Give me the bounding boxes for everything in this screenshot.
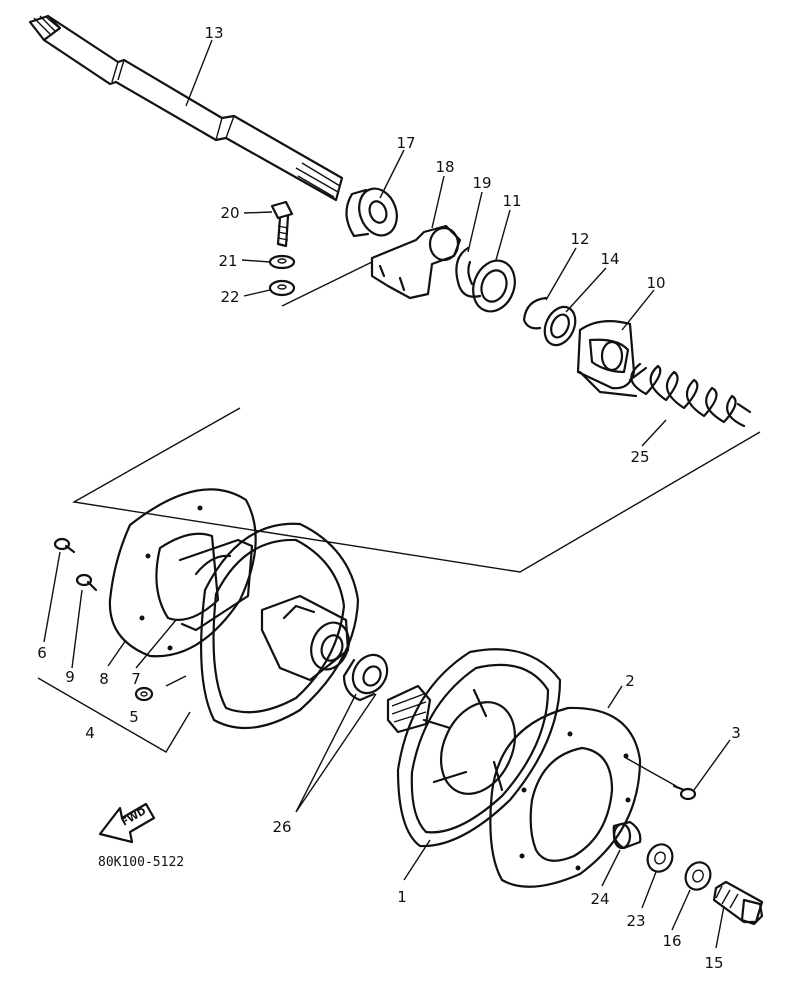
callout-26: 26 bbox=[272, 818, 291, 836]
forward-direction-arrow: FWD bbox=[98, 802, 156, 844]
assembly-line-upper bbox=[281, 261, 373, 307]
callout-13: 13 bbox=[204, 24, 223, 42]
callout-8: 8 bbox=[99, 670, 109, 688]
shaft-13 bbox=[28, 14, 344, 202]
fwd-label: FWD bbox=[120, 806, 148, 829]
circlip-12 bbox=[522, 296, 548, 330]
collar-24 bbox=[612, 820, 642, 850]
screw-6 bbox=[53, 537, 76, 554]
circlip-19 bbox=[455, 246, 482, 298]
callout-5: 5 bbox=[129, 708, 139, 726]
callout-14: 14 bbox=[600, 250, 619, 268]
dash-5 bbox=[165, 675, 187, 687]
callout-6: 6 bbox=[37, 644, 47, 662]
document-code: 80K100-5122 bbox=[98, 855, 184, 870]
washer-14 bbox=[543, 305, 577, 347]
callout-23: 23 bbox=[626, 912, 645, 930]
callout-3: 3 bbox=[731, 724, 741, 742]
callout-18: 18 bbox=[435, 158, 454, 176]
bracket-18 bbox=[370, 224, 462, 300]
washer-23 bbox=[646, 843, 674, 873]
callout-17: 17 bbox=[396, 134, 415, 152]
dash-3 bbox=[625, 757, 677, 787]
bolt-15 bbox=[712, 880, 764, 926]
sheave-4 bbox=[200, 522, 360, 730]
callout-25: 25 bbox=[630, 448, 649, 466]
bolt-20 bbox=[270, 200, 294, 248]
callout-21: 21 bbox=[218, 252, 237, 270]
group-bracket-4 bbox=[37, 677, 191, 753]
callout-12: 12 bbox=[570, 230, 589, 248]
assembly-line-main bbox=[71, 407, 761, 573]
cam-10 bbox=[576, 319, 638, 398]
washer-16 bbox=[684, 861, 712, 891]
callout-9: 9 bbox=[65, 668, 75, 686]
nut-22 bbox=[268, 279, 296, 297]
callout-7: 7 bbox=[131, 670, 141, 688]
callout-15: 15 bbox=[704, 954, 723, 972]
disc-2 bbox=[489, 706, 642, 888]
callout-11: 11 bbox=[502, 192, 521, 210]
callout-2: 2 bbox=[625, 672, 635, 690]
callout-19: 19 bbox=[472, 174, 491, 192]
callout-22: 22 bbox=[220, 288, 239, 306]
washer-21 bbox=[268, 254, 296, 270]
screw-3 bbox=[672, 784, 697, 801]
sheave-1 bbox=[386, 648, 562, 848]
nut-5 bbox=[134, 686, 154, 702]
callout-20: 20 bbox=[220, 204, 239, 222]
callout-24: 24 bbox=[590, 890, 609, 908]
spring-25 bbox=[628, 362, 752, 428]
callout-1: 1 bbox=[397, 888, 407, 906]
disc-8 bbox=[108, 488, 257, 658]
callout-16: 16 bbox=[662, 932, 681, 950]
bearing-17 bbox=[345, 187, 398, 238]
callout-10: 10 bbox=[646, 274, 665, 292]
screw-9 bbox=[75, 573, 98, 592]
washer-11 bbox=[472, 259, 516, 313]
bushing-26 bbox=[342, 653, 389, 702]
callout-4: 4 bbox=[85, 724, 95, 742]
